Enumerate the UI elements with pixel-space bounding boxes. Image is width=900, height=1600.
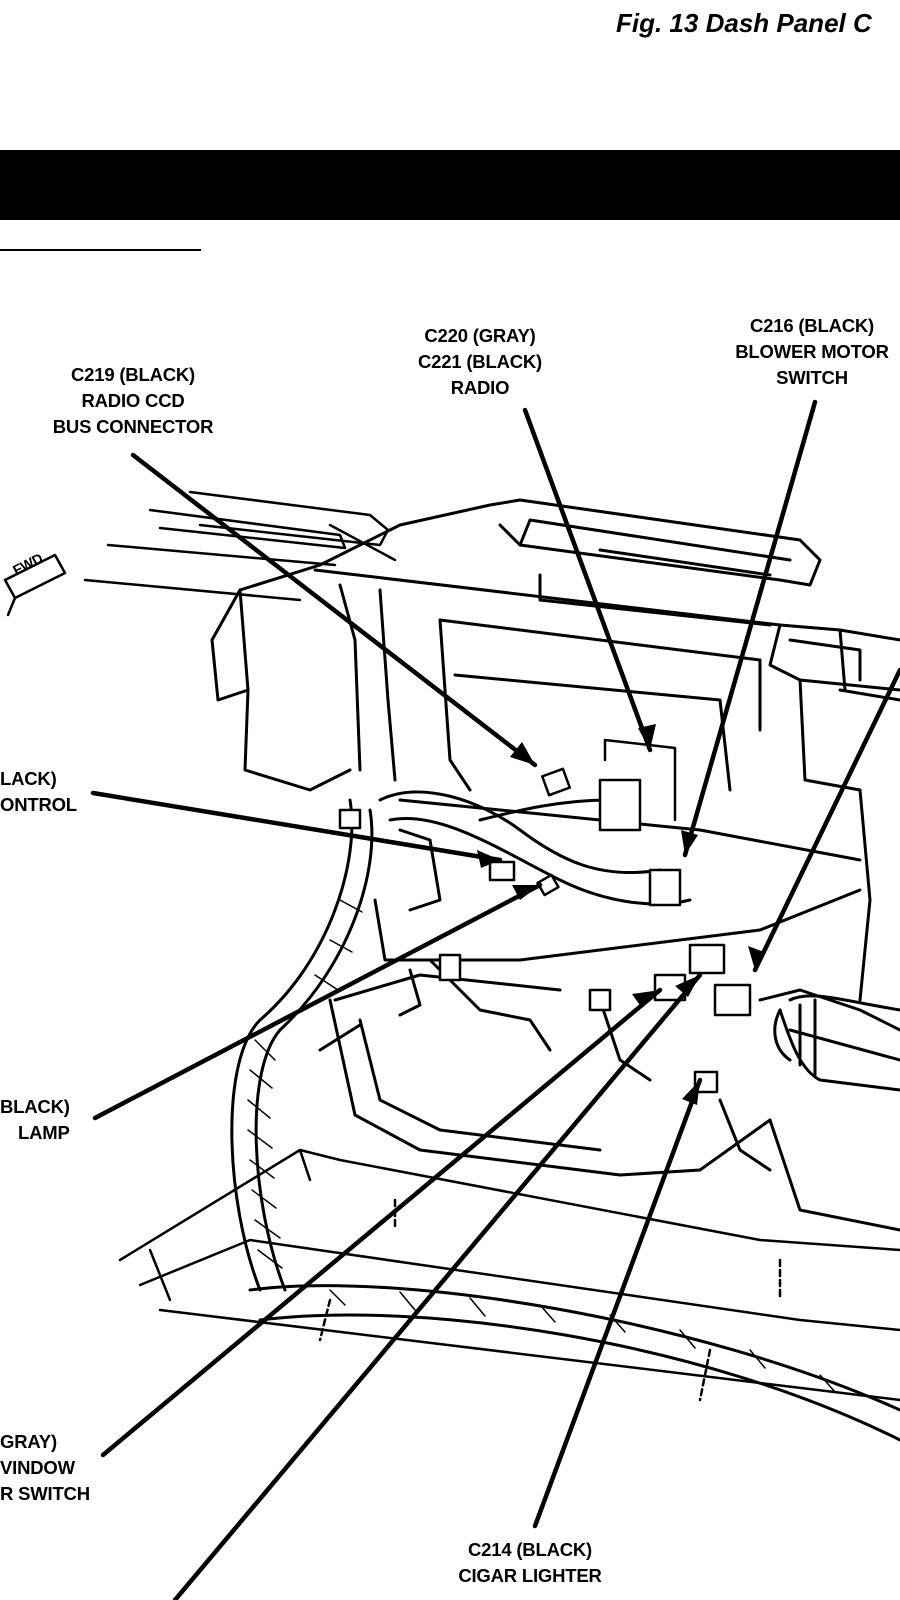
dash-housing (210, 498, 900, 1002)
label-lamp: BLACK) LAMP (0, 1094, 70, 1146)
label-control: LACK) ONTROL (0, 766, 77, 818)
label-window-switch: GRAY) VINDOW R SWITCH (0, 1429, 90, 1507)
label-line: RADIO (450, 377, 510, 398)
radio-bracket (603, 738, 677, 822)
label-c214-cigar-lighter: C214 (BLACK) CIGAR LIGHTER (430, 1537, 630, 1589)
label-c216-blower-motor-switch: C216 (BLACK) BLOWER MOTOR SWITCH (712, 313, 900, 391)
label-line: VINDOW (0, 1457, 75, 1478)
label-line: BUS CONNECTOR (52, 416, 214, 437)
label-line: LAMP (18, 1122, 70, 1143)
label-line: C219 (BLACK) (70, 364, 196, 385)
leader-lines (90, 399, 900, 1600)
label-c220-c221-radio: C220 (GRAY) C221 (BLACK) RADIO (395, 323, 565, 401)
label-line: BLOWER MOTOR (735, 341, 889, 362)
wiring-harness (230, 790, 900, 1442)
label-line: SWITCH (776, 367, 848, 388)
label-line: LACK) (0, 768, 57, 789)
label-line: C216 (BLACK) (749, 315, 875, 336)
label-c219-radio-ccd-bus-connector: C219 (BLACK) RADIO CCD BUS CONNECTOR (28, 362, 238, 440)
label-line: C220 (GRAY) (424, 325, 536, 346)
label-line: BLACK) (0, 1096, 70, 1117)
arrowheads (477, 724, 764, 1105)
dash-top-rails (83, 490, 397, 602)
header-bar (0, 150, 900, 220)
label-line: GRAY) (0, 1431, 57, 1452)
label-line: RADIO CCD (81, 390, 185, 411)
blower-duct (773, 994, 900, 1092)
label-line: ONTROL (0, 794, 77, 815)
harness-texture (247, 899, 836, 1393)
fwd-arrow-icon (3, 553, 67, 617)
lower-console (318, 958, 900, 1232)
label-line: CIGAR LIGHTER (458, 1565, 602, 1586)
label-line: R SWITCH (0, 1483, 90, 1504)
floor-pan (118, 1148, 900, 1402)
divider-line (0, 249, 201, 251)
label-line: C221 (BLACK) (417, 351, 543, 372)
figure-title: Fig. 13 Dash Panel C (616, 8, 872, 38)
label-line: C214 (BLACK) (467, 1539, 593, 1560)
